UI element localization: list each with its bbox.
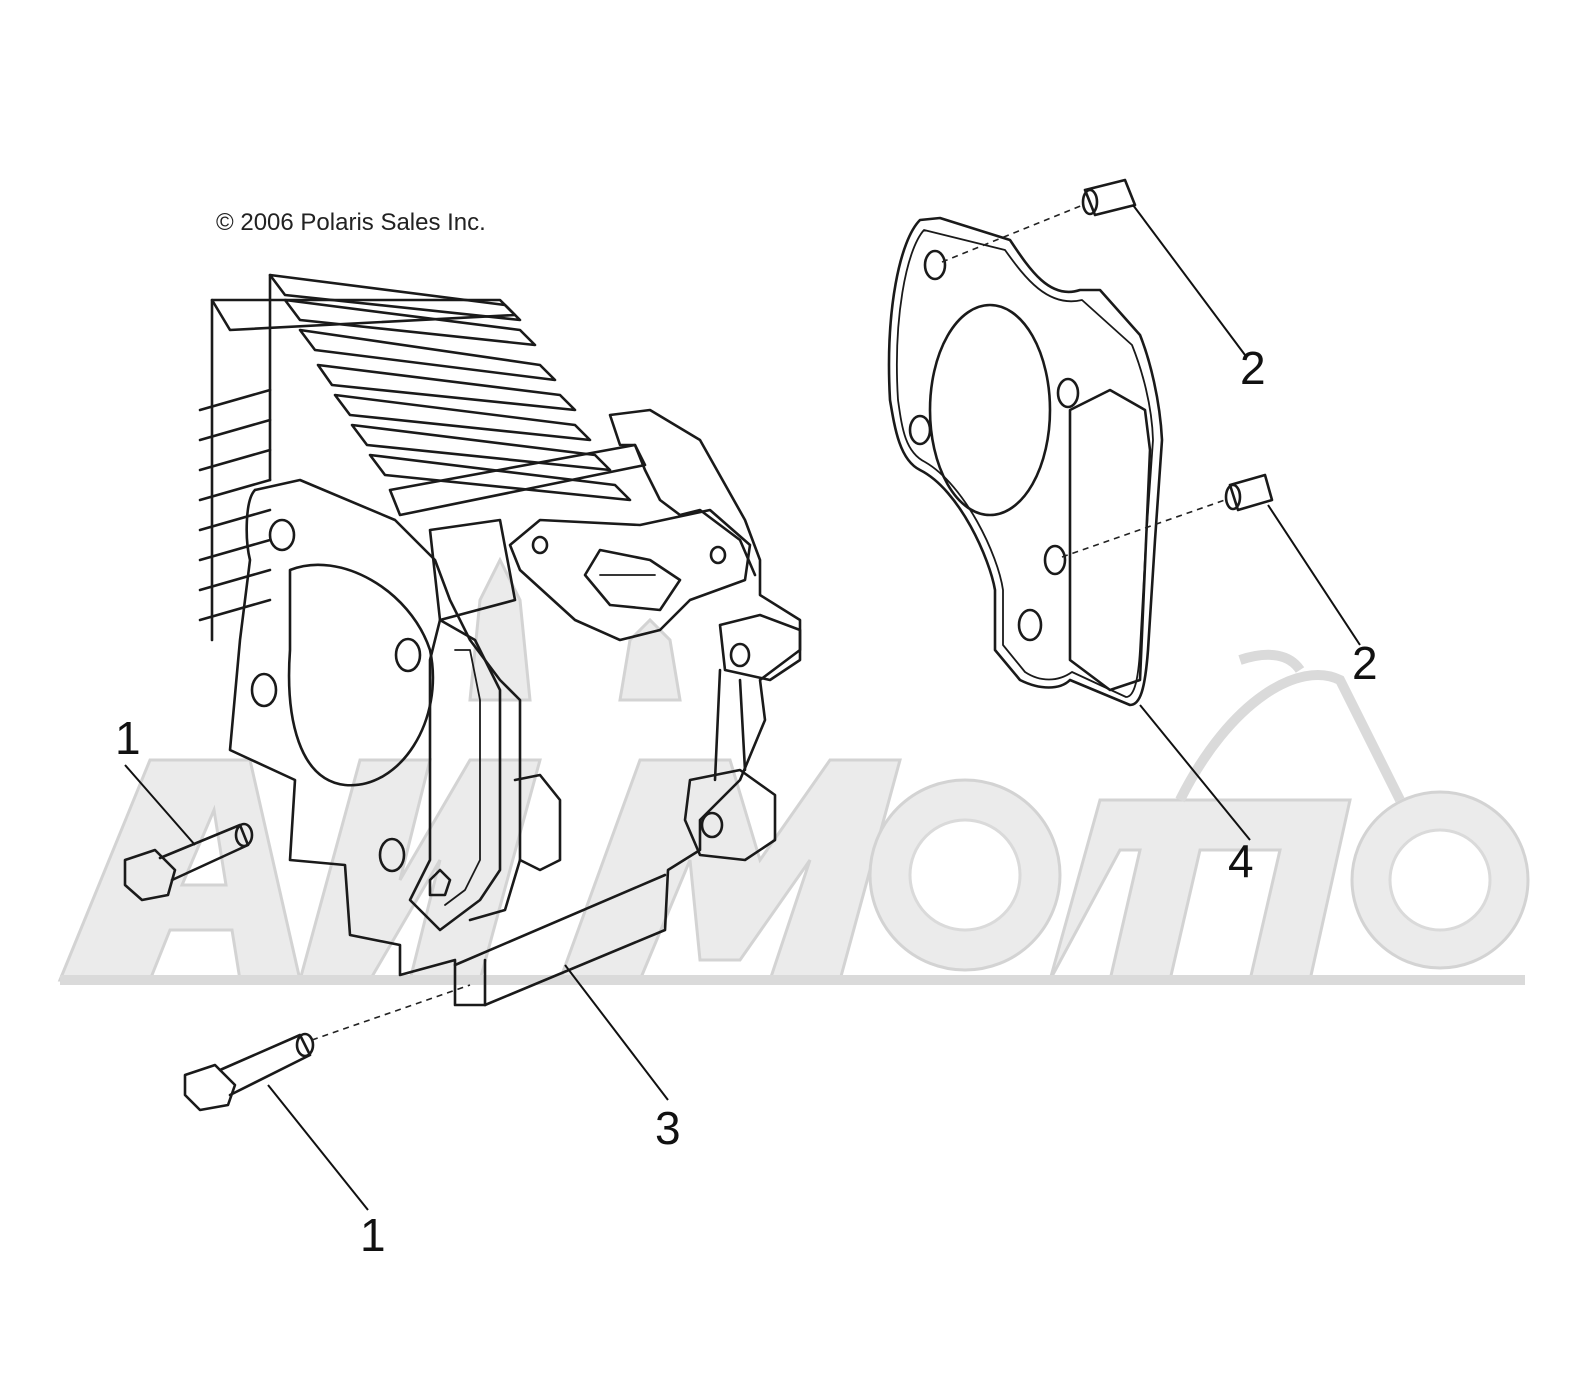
cylinder-body — [228, 408, 802, 1007]
callout-dowel-lower: 2 — [1352, 637, 1378, 689]
watermark-logo — [57, 556, 1530, 985]
callout-cylinder: 3 — [655, 1102, 681, 1154]
bolt-upper — [123, 764, 254, 902]
copyright-notice: © 2006 Polaris Sales Inc. — [216, 209, 486, 236]
dowel-pins — [941, 178, 1361, 646]
callout-dowel-upper: 2 — [1240, 342, 1266, 394]
cylinder-base-gasket — [887, 216, 1251, 841]
callout-bolt-lower: 1 — [360, 1209, 386, 1261]
callout-gasket: 4 — [1228, 835, 1254, 887]
callout-bolt-upper: 1 — [115, 712, 141, 764]
bolt-lower — [183, 984, 471, 1211]
cylinder-fins — [198, 273, 647, 642]
leader-3 — [564, 964, 669, 1101]
